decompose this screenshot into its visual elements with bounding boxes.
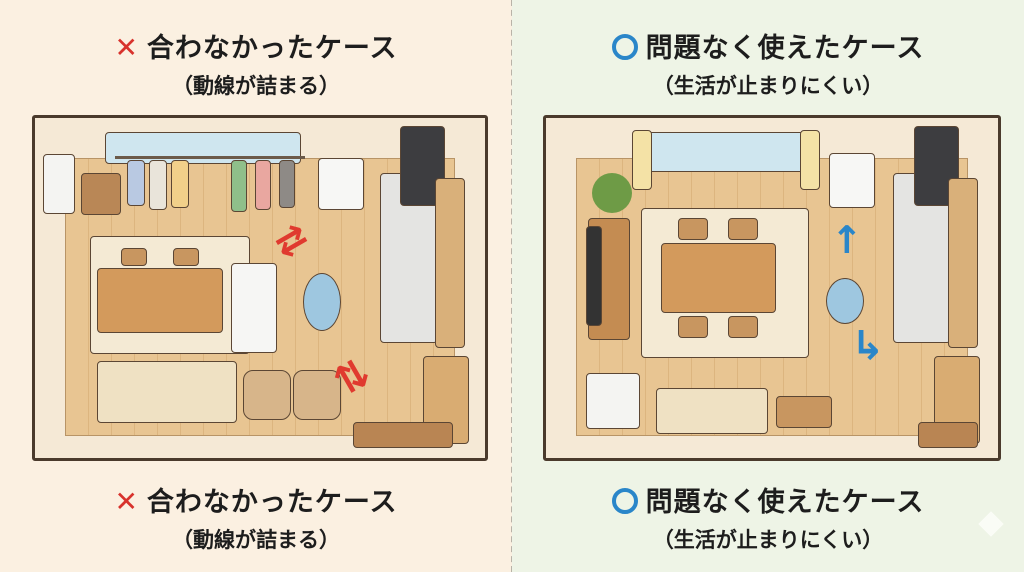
cluttered-room-illustration: ⇄ ⇄ <box>32 115 488 461</box>
cabinet <box>435 178 465 348</box>
good-case-subtitle: （生活が止まりにくい） <box>652 74 884 98</box>
good-case-title: 問題なく使えたケース <box>512 26 1024 65</box>
chair <box>728 316 758 338</box>
air-purifier <box>318 158 364 210</box>
dehumidifier <box>231 263 277 353</box>
curtain <box>632 130 652 190</box>
hanging-shirt <box>279 160 295 208</box>
person <box>303 273 341 331</box>
hanging-shirt <box>231 160 247 212</box>
chair <box>173 248 199 266</box>
circle-icon <box>611 34 638 60</box>
air-purifier <box>829 153 875 208</box>
cross-icon: ✕ <box>114 31 139 64</box>
sofa <box>97 361 237 423</box>
good-case-bottom-subtitle: （生活が止まりにくい） <box>652 528 884 552</box>
door-mat <box>918 422 978 448</box>
laundry-basket <box>243 370 291 420</box>
cabinet <box>948 178 978 348</box>
clear-path-arrow-icon: ↳ <box>851 323 885 369</box>
hanging-shirt <box>149 160 167 210</box>
storage-box <box>776 396 832 428</box>
side-table <box>81 173 121 215</box>
organized-room-illustration: ↑ ↳ <box>543 115 1001 461</box>
person <box>826 278 864 324</box>
circle-icon <box>611 488 638 514</box>
heater <box>586 373 640 429</box>
bad-case-title-text: 合わなかったケース <box>146 33 398 64</box>
sofa <box>656 388 768 434</box>
bad-case-bottom-subtitle: （動線が詰まる） <box>172 528 340 552</box>
bad-case-bottom-title: ✕合わなかったケース <box>0 480 512 519</box>
laundry-basket <box>293 370 341 420</box>
cross-icon: ✕ <box>114 485 139 518</box>
chair <box>678 316 708 338</box>
bad-case-subtitle: （動線が詰まる） <box>172 74 340 98</box>
good-case-title-text: 問題なく使えたケース <box>645 33 925 64</box>
bad-case-panel: ✕合わなかったケース （動線が詰まる） ⇄ ⇄ ✕合わなかったケース （動線が詰… <box>0 26 512 552</box>
dining-table <box>97 268 223 333</box>
chair <box>121 248 147 266</box>
good-case-bottom-title-text: 問題なく使えたケース <box>645 487 925 518</box>
chair <box>728 218 758 240</box>
clear-path-arrow-icon: ↑ <box>831 218 863 262</box>
plant <box>592 173 632 213</box>
good-case-bottom-title: 問題なく使えたケース <box>512 480 1024 519</box>
window <box>646 132 816 172</box>
tv <box>586 226 602 326</box>
hanging-shirt <box>127 160 145 206</box>
bad-case-bottom-title-text: 合わなかったケース <box>146 487 398 518</box>
dining-table <box>661 243 776 313</box>
bad-case-title: ✕合わなかったケース <box>0 26 512 65</box>
chair <box>678 218 708 240</box>
curtain <box>800 130 820 190</box>
hanging-shirt <box>171 160 189 208</box>
heater <box>43 154 75 214</box>
hanging-shirt <box>255 160 271 210</box>
door-mat <box>353 422 453 448</box>
laundry-rod <box>115 156 305 159</box>
good-case-panel: 問題なく使えたケース （生活が止まりにくい） ↑ ↳ 問題なく使えたケース （生… <box>512 0 1024 572</box>
